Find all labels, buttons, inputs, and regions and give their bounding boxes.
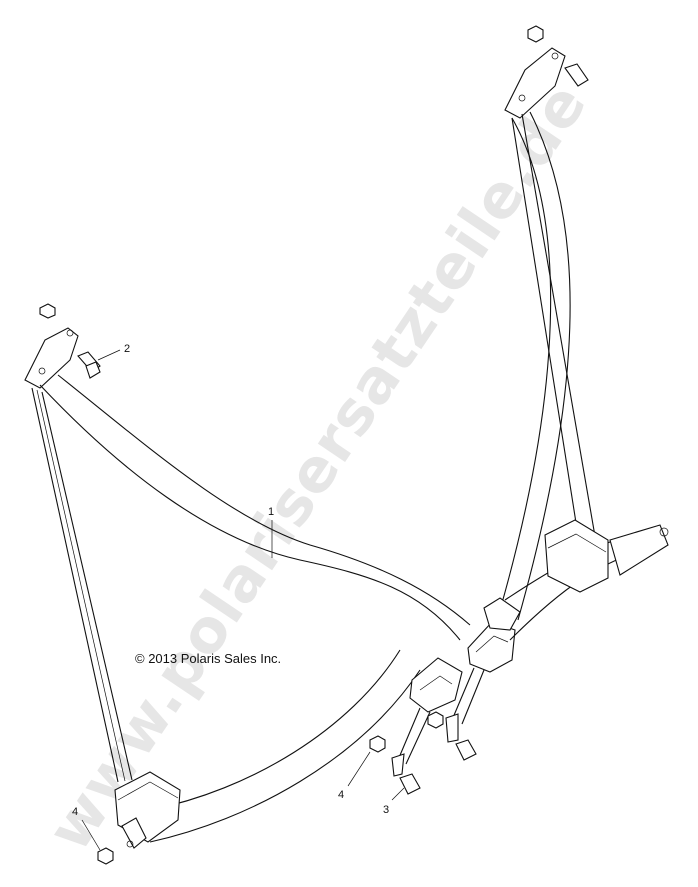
right-top-bolt <box>564 63 589 87</box>
right-retractor <box>544 519 609 593</box>
watermark: www.polarisersatzteile.de <box>34 71 600 864</box>
center-buckles <box>391 621 516 777</box>
center-nut-upper <box>427 711 444 729</box>
callout-label-1: 1 <box>268 506 274 518</box>
callout-4-center: 4 <box>338 751 371 801</box>
copyright-notice: © 2013 Polaris Sales Inc. <box>135 651 282 666</box>
callout-label-4-left: 4 <box>72 806 78 818</box>
callout-label-4-center: 4 <box>338 789 344 801</box>
callout-label-2: 2 <box>124 343 130 355</box>
left-seat-belt <box>24 303 471 865</box>
callout-4-left: 4 <box>72 806 101 851</box>
right-seat-belt <box>483 25 669 641</box>
callout-label-3: 3 <box>383 804 389 816</box>
callout-1: 1 <box>268 506 274 558</box>
callout-2: 2 <box>97 343 130 361</box>
center-bolt-right <box>455 739 477 761</box>
nut-item-4-center <box>369 735 386 753</box>
left-upper-mount-plate <box>24 327 79 389</box>
watermark-text: www.polarisersatzteile.de <box>34 71 600 864</box>
right-top-nut <box>527 25 544 43</box>
left-buckle <box>409 657 463 713</box>
left-top-nut <box>39 303 56 319</box>
bolt-item-2 <box>77 351 101 379</box>
bolt-item-3 <box>399 773 421 795</box>
callout-3: 3 <box>383 787 405 816</box>
nut-item-4-left <box>97 847 114 865</box>
